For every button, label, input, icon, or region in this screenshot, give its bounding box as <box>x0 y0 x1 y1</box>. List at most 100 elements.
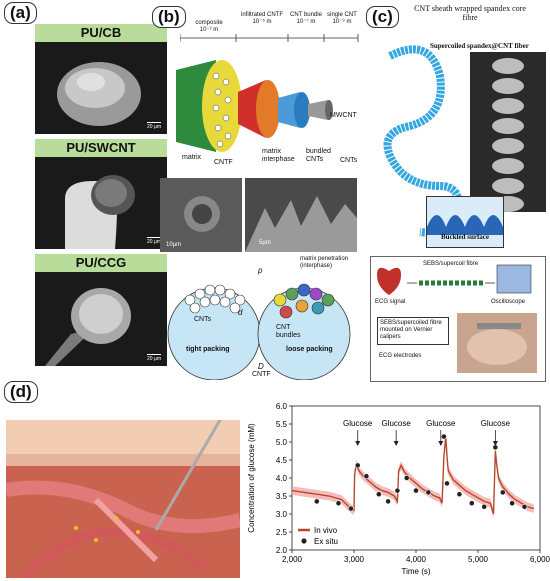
mounted-label: SEBS/supercoiled fibre mounted on Vernie… <box>377 317 449 345</box>
panel-d-label: (d) <box>4 381 38 403</box>
sebs-label: SEBS/supercoil fibre <box>423 261 479 267</box>
sheath-title: CNT sheath wrapped spandex core fibre <box>414 4 526 22</box>
label-matrix: matrix <box>182 154 202 161</box>
packing-diagram <box>167 283 351 380</box>
ex-situ-point <box>413 487 419 494</box>
glucose-annotation: Glucose <box>481 419 511 428</box>
sem-cntf-cross-section: 10µm <box>160 178 242 252</box>
scale-bar: 20 µm <box>147 356 161 362</box>
glucose-annotation: Glucose <box>343 419 373 428</box>
y-tick-label: 3.5 <box>276 492 288 501</box>
scale-bar: 20 µm <box>147 239 161 245</box>
scale-value: 10⁻⁵ m <box>252 19 272 25</box>
x-tick-label: 4,000 <box>406 555 427 564</box>
glucose-annotation: Glucose <box>426 419 456 428</box>
ex-situ-point <box>456 491 463 498</box>
label-cntf: CNTF <box>214 159 233 166</box>
ex-situ-point <box>468 500 475 507</box>
label-d: d <box>238 308 243 317</box>
label-bundled-cnts: bundled CNTs <box>306 148 331 163</box>
scale-value: 10⁻⁷ m <box>296 19 316 25</box>
label-cnts-tight: CNTs <box>194 316 212 323</box>
in-vivo-band <box>292 432 534 519</box>
glucose-arrowhead <box>355 441 361 446</box>
ex-situ-point <box>375 491 382 498</box>
sem-supercoiled-fiber <box>470 52 546 212</box>
buckled-label: Buckled surface <box>440 233 490 241</box>
ex-situ-point <box>363 473 370 480</box>
ex-situ-point <box>425 489 432 496</box>
panel-a-label: (a) <box>4 2 37 24</box>
legend-ex-situ-label: Ex situ <box>314 537 338 546</box>
sem-title: PU/CB <box>35 24 167 42</box>
scale-name: infiltrated CNTF <box>240 12 283 18</box>
ex-situ-point <box>499 489 506 496</box>
ex-situ-point <box>444 480 450 487</box>
ecg-setup-box: SEBS/supercoil fibre ECG signal Oscillos… <box>370 256 546 382</box>
x-tick-label: 2,000 <box>282 555 303 564</box>
label-D: D <box>258 362 264 371</box>
y-tick-label: 2.0 <box>276 546 288 555</box>
label-matrix-interphase: matrix interphase <box>262 148 295 163</box>
x-tick-label: 5,000 <box>468 555 489 564</box>
ecg-signal-label: ECG signal <box>375 299 406 305</box>
electrodes-label: ECG electrodes <box>379 353 422 359</box>
sem-title: PU/SWCNT <box>35 139 167 157</box>
ex-situ-point <box>385 498 391 505</box>
label-cnts: CNTs <box>340 157 358 164</box>
label-tight-packing: tight packing <box>186 346 230 353</box>
buckled-surface-box: Buckled surface <box>426 196 504 248</box>
label-cnt-bundles: CNT bundles <box>276 324 301 339</box>
y-tick-label: 4.5 <box>276 456 288 465</box>
label-cntf-bottom: CNTF <box>252 371 271 378</box>
y-tick-label: 4.0 <box>276 474 288 483</box>
ex-situ-point <box>521 503 528 510</box>
glucose-arrowhead <box>492 441 498 446</box>
label-p: p <box>258 266 263 275</box>
scale-name: CNT bundle <box>290 12 322 18</box>
scale-value: 10⁻⁹ m <box>332 19 352 25</box>
ex-situ-point <box>313 498 320 505</box>
tissue-illustration <box>6 420 240 578</box>
sem-title: PU/CCG <box>35 254 167 272</box>
label-loose-packing: loose packing <box>286 346 333 353</box>
panel-c-label: (c) <box>366 6 399 28</box>
scale-value: 10⁻² m <box>199 27 219 33</box>
label-matrix-penetration: matrix penetration (interphase) <box>300 256 349 269</box>
cnt-hierarchy-illustration <box>176 60 333 152</box>
scale-name: composite <box>195 20 223 26</box>
ex-situ-point <box>354 462 361 469</box>
y-tick-label: 2.5 <box>276 528 288 537</box>
glucose-annotation: Glucose <box>381 419 411 428</box>
supercoiled-title: Supercoiled spandex@CNT fiber <box>430 42 529 50</box>
sem-image-pu-ccg: PU/CCG 20 µm <box>35 254 167 366</box>
length-scale-bar <box>180 34 359 42</box>
sem-bundles: 5µm <box>245 178 357 252</box>
glucose-arrowhead <box>393 441 399 446</box>
sem-image-pu-swcnt: PU/SWCNT 20 µm <box>35 139 167 249</box>
scale-bar: 20 µm <box>147 124 161 130</box>
y-tick-label: 5.5 <box>276 420 288 429</box>
ex-situ-point <box>481 503 488 510</box>
y-tick-label: 3.0 <box>276 510 288 519</box>
x-axis-label: Time (s) <box>401 567 430 576</box>
sem-image-pu-cb: PU/CB 20 µm <box>35 24 167 134</box>
x-tick-label: 6,000 <box>530 555 550 564</box>
ex-situ-point <box>335 500 342 507</box>
oscilloscope-label: Oscilloscope <box>491 299 526 305</box>
panel-b-label: (b) <box>152 6 186 28</box>
x-tick-label: 3,000 <box>344 555 365 564</box>
ex-situ-point <box>403 475 410 481</box>
legend-ex-situ-swatch <box>301 538 307 544</box>
scale-5um: 5µm <box>259 240 271 246</box>
photo-arm <box>457 313 537 373</box>
ex-situ-point <box>348 505 354 512</box>
label-mwcnt: MWCNT <box>330 112 357 119</box>
ex-situ-point <box>440 433 447 440</box>
y-tick-label: 5.0 <box>276 438 288 447</box>
ex-situ-point <box>509 500 515 507</box>
